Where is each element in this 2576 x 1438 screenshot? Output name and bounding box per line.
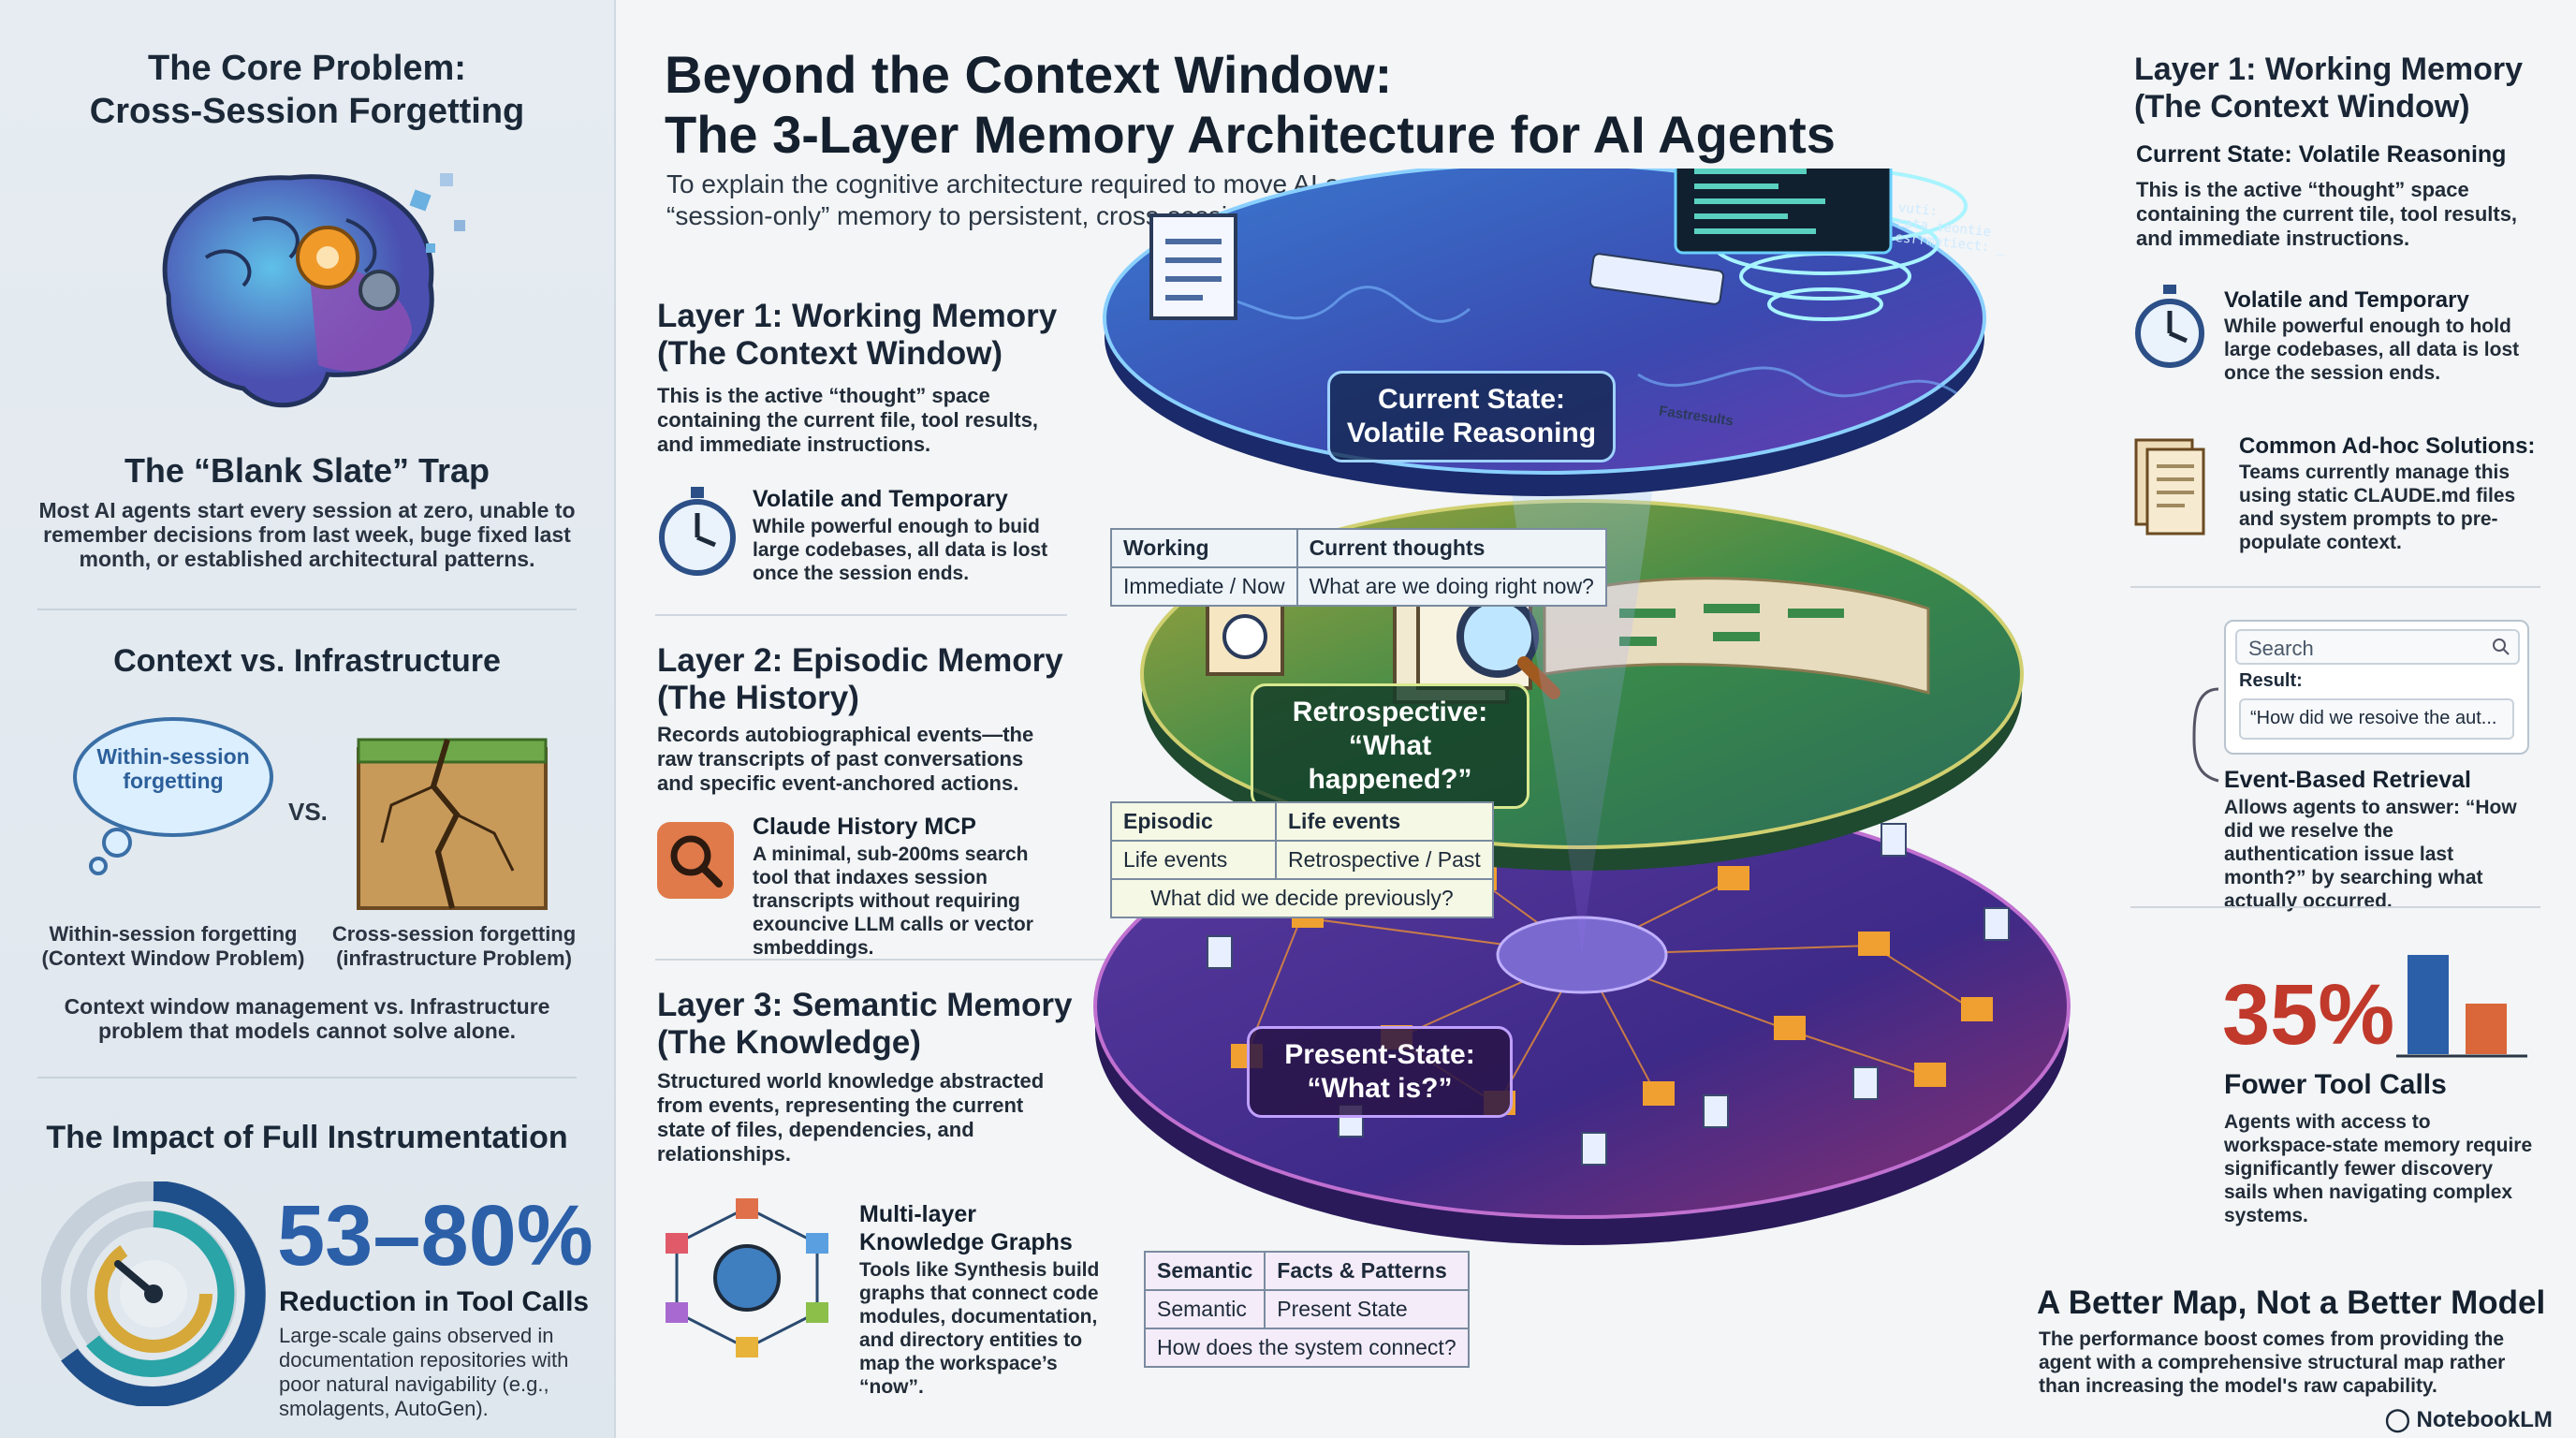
result-field[interactable]: “How did we resoive the aut... — [2239, 698, 2514, 740]
table-cell: Life events — [1110, 840, 1277, 880]
left-panel: The Core Problem: Cross-Session Forgetti… — [0, 0, 616, 1438]
thought-cloud-icon — [73, 717, 273, 875]
divider — [655, 959, 1133, 961]
impact-title: The Impact of Full Instrumentation — [46, 1120, 568, 1155]
context-vs-infrastructure-text: Context window management vs. Infrastruc… — [64, 994, 550, 1043]
event-retrieval-title: Event-Based Retrieval — [2224, 767, 2472, 793]
layer3-text: Structured world knowledge abstracted fr… — [657, 1069, 1045, 1166]
table-cell: Episodic — [1110, 801, 1277, 842]
table-cell: Working — [1110, 528, 1298, 568]
table-cell: Life events — [1275, 801, 1494, 842]
right-layer1-subtitle: Current State: Volatile Reasoning — [2136, 141, 2507, 168]
search-input[interactable]: Search — [2248, 637, 2314, 660]
layer1-item-text: While powerful enough to buid large code… — [753, 516, 1048, 584]
notebooklm-logo-icon: ◯ — [2385, 1407, 2417, 1432]
divider — [37, 609, 577, 610]
episodic-memory-table: Episodic Life events Life events Retrosp… — [1110, 801, 1494, 918]
connector-line — [2192, 687, 2219, 783]
right-layer1-title: Layer 1: Working Memory (The Context Win… — [2134, 51, 2524, 125]
search-icon[interactable] — [2492, 638, 2510, 656]
stopwatch-icon — [659, 487, 736, 576]
layer3-item-title: Multi-layer Knowledge Graphs — [859, 1201, 1073, 1255]
cloud-label: Within-session forgetting — [96, 744, 250, 793]
table-cell: Current thoughts — [1295, 528, 1607, 568]
layer1-text: This is the active “thought” space conta… — [657, 384, 1039, 456]
label-present-state: Present-State: “What is?” — [1247, 1026, 1513, 1118]
impact-number: 53–80% — [277, 1188, 593, 1284]
layer2-text: Records autobiographical events—the raw … — [657, 723, 1034, 795]
blank-slate-title: The “Blank Slate” Trap — [124, 451, 490, 490]
table-cell: Semantic — [1143, 1289, 1266, 1329]
divider — [37, 1077, 577, 1078]
table-cell: Facts & Patterns — [1264, 1251, 1470, 1291]
divider — [2130, 586, 2540, 588]
table-cell: Retrospective / Past — [1275, 840, 1494, 880]
stopwatch-icon — [2135, 285, 2204, 368]
table-cell: Present State — [1264, 1289, 1470, 1329]
right-volatile-title: Volatile and Temporary — [2224, 287, 2469, 313]
stat-text: Agents with access to workspace-state me… — [2224, 1111, 2533, 1226]
layer1-item-title: Volatile and Temporary — [753, 486, 1008, 512]
title-line-1: Beyond the Context Window: — [665, 45, 1393, 104]
layer2-title: Layer 2: Episodic Memory (The History) — [657, 642, 1063, 716]
adhoc-text: Teams currently manage this using static… — [2239, 462, 2516, 553]
context-vs-infrastructure-title: Context vs. Infrastructure — [113, 643, 501, 679]
semantic-memory-table: Semantic Facts & Patterns Semantic Prese… — [1143, 1251, 1470, 1368]
layer3-item-text: Tools like Synthesis build graphs that c… — [859, 1259, 1100, 1398]
working-memory-table: Working Current thoughts Immediate / Now… — [1110, 528, 1607, 607]
title-line-2: The 3-Layer Memory Architecture for AI A… — [665, 105, 1836, 164]
layer2-item-title: Claude History MCP — [753, 814, 976, 840]
page-title: Beyond the Context Window: The 3-Layer M… — [665, 45, 1956, 165]
table-cell: What are we doing right now? — [1295, 566, 1607, 607]
table-cell: How does the system connect? — [1144, 1328, 1470, 1368]
vs-label: VS. — [288, 798, 328, 826]
knowledge-graph-icon — [666, 1198, 828, 1357]
core-problem-title: The Core Problem: Cross-Session Forgetti… — [0, 47, 614, 133]
cracked-ground-icon — [357, 738, 548, 910]
brand-label: ◯ NotebookLM — [2385, 1406, 2553, 1433]
impact-text: Large-scale gains observed in documentat… — [279, 1324, 569, 1420]
table-cell: What did we decide previously? — [1110, 878, 1494, 918]
stat-number: 35% — [2222, 967, 2395, 1063]
layer3-title: Layer 3: Semantic Memory (The Knowledge) — [657, 987, 1073, 1061]
result-value: “How did we resoive the aut... — [2250, 708, 2497, 728]
search-widget: Search Result: “How did we resoive the a… — [2224, 620, 2529, 755]
brain-icon — [162, 173, 465, 408]
better-map-title: A Better Map, Not a Better Model — [2037, 1284, 2546, 1321]
memory-architecture-diagram — [1093, 169, 2071, 1245]
core-title-line-2: Cross-Session Forgetting — [89, 92, 525, 131]
divider — [655, 614, 1067, 616]
impact-label: Reduction in Tool Calls — [279, 1286, 590, 1317]
bar-comparison-icon — [2396, 955, 2527, 1058]
right-layer1-text: This is the active “thought” space conta… — [2136, 178, 2518, 250]
label-current-state: Current State: Volatile Reasoning — [1327, 371, 1616, 462]
documents-icon — [2134, 438, 2205, 536]
layer2-item-text: A minimal, sub-200ms search tool that in… — [753, 844, 1033, 959]
stat-label: Fower Tool Calls — [2224, 1069, 2447, 1100]
caption-cross-session: Cross-session forgetting (infrastructure… — [331, 922, 577, 970]
core-title-line-1: The Core Problem: — [148, 49, 466, 88]
right-volatile-text: While powerful enough to hold large code… — [2224, 315, 2520, 384]
better-map-text: The performance boost comes from providi… — [2039, 1328, 2506, 1397]
search-icon — [657, 822, 734, 899]
blank-slate-text: Most AI agents start every session at ze… — [38, 498, 576, 571]
divider — [2130, 906, 2540, 908]
search-input-wrapper[interactable]: Search — [2235, 629, 2520, 665]
label-retrospective: Retrospective: “What happened?” — [1251, 683, 1530, 809]
layer1-title: Layer 1: Working Memory (The Context Win… — [657, 298, 1058, 372]
table-cell: Semantic — [1143, 1251, 1266, 1291]
result-label: Result: — [2239, 670, 2303, 691]
table-cell: Immediate / Now — [1110, 566, 1298, 607]
gauge-icon — [41, 1181, 266, 1406]
event-retrieval-text: Allows agents to answer: “How did we res… — [2224, 797, 2517, 912]
caption-within-session: Within-session forgetting (Context Windo… — [41, 922, 305, 970]
adhoc-title: Common Ad-hoc Solutions: — [2239, 433, 2536, 459]
brand-text: NotebookLM — [2416, 1407, 2553, 1432]
